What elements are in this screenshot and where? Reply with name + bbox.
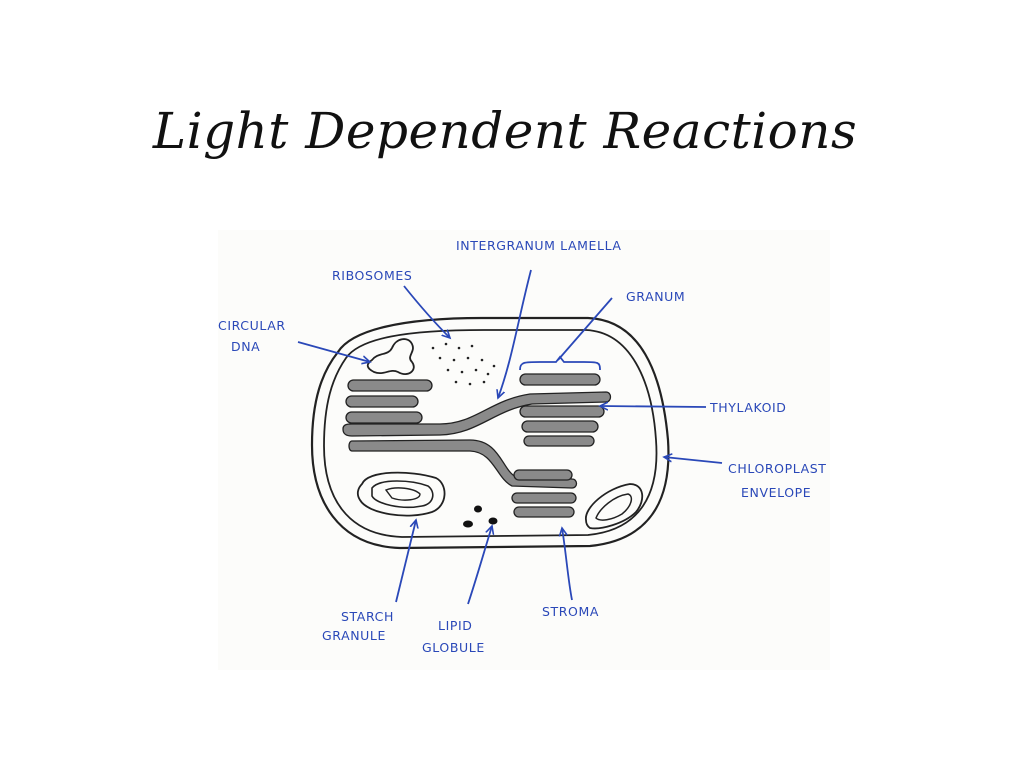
label-starch-granule-line2: GRANULE (322, 628, 386, 643)
label-chloroplast-envelope-line1: CHLOROPLAST (728, 461, 827, 476)
left-granum (345, 379, 433, 424)
label-granum: GRANUM (626, 289, 685, 304)
right-upper-granum (519, 373, 605, 447)
label-circular-dna-line2: DNA (231, 339, 260, 354)
label-arrows (297, 269, 723, 605)
ribosome-dots (431, 342, 496, 386)
label-intergranum-lamella: INTERGRANUM LAMELLA (456, 238, 622, 253)
intergranum-lamella-upper (342, 391, 612, 437)
label-circular-dna-line1: CIRCULAR (218, 318, 286, 333)
starch-granule-left (356, 471, 446, 517)
label-thylakoid: THYLAKOID (709, 400, 787, 415)
right-lower-granum (511, 469, 577, 518)
label-starch-granule-line1: STARCH (341, 609, 394, 624)
label-lipid-globule-line2: GLOBULE (422, 640, 485, 655)
label-lipid-globule-line1: LIPID (438, 618, 473, 633)
circular-dna (366, 338, 415, 375)
diagram-background (218, 230, 830, 670)
label-chloroplast-envelope-line2: ENVELOPE (741, 485, 811, 500)
chloroplast-inner-membrane (323, 329, 658, 538)
chloroplast-outer-membrane (310, 316, 670, 550)
lipid-globules (463, 505, 498, 528)
intergranum-lamella-lower (348, 439, 578, 489)
slide-title: Light Dependent Reactions (152, 102, 858, 160)
label-ribosomes: RIBOSOMES (332, 268, 412, 283)
starch-granule-right (585, 483, 644, 530)
label-stroma: STROMA (542, 604, 599, 619)
